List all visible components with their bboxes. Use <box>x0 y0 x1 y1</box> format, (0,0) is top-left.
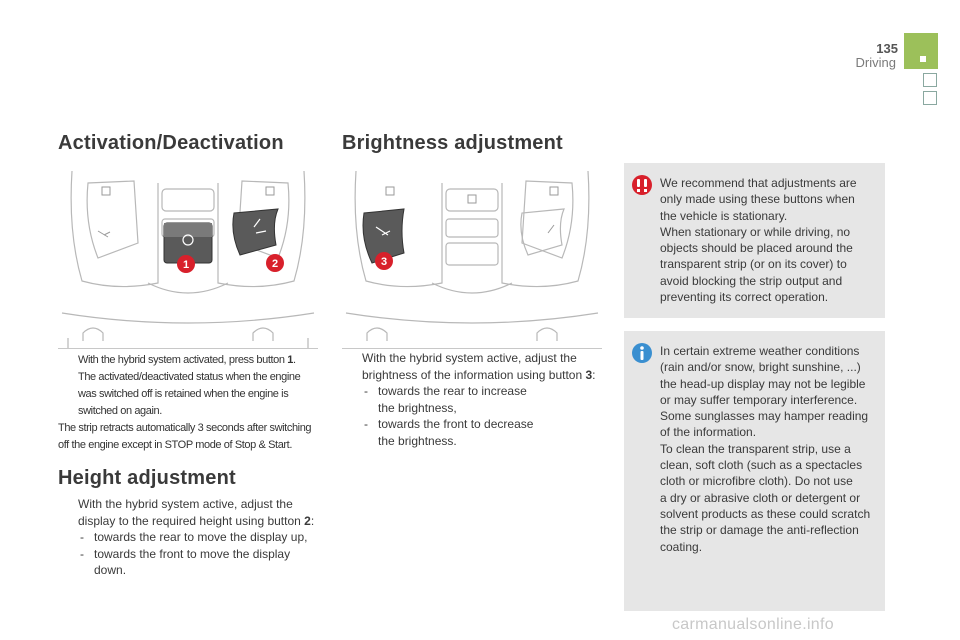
callout-line: or may suffer temporary interference. <box>660 392 858 407</box>
activation-note-line: The strip retracts automatically 3 secon… <box>58 422 312 434</box>
dash: - <box>364 417 368 431</box>
tab-marker <box>920 56 926 62</box>
activation-item-line: was switched off is retained when the en… <box>78 388 289 400</box>
control-panel-illustration-1: 1 2 <box>58 163 318 349</box>
height-step-text: towards the front to move the display <box>94 546 291 561</box>
callout-line: preventing its correct operation. <box>660 290 829 305</box>
brightness-intro-line: With the hybrid system active, adjust th… <box>362 351 577 365</box>
height-item: With the hybrid system active, adjust th… <box>58 496 320 529</box>
callout-line: To clean the transparent strip, use a <box>660 441 851 456</box>
dashboard-buttons-drawing: 1 2 <box>61 170 315 348</box>
callout-line: avoid blocking the strip output and <box>660 273 843 288</box>
page-number: 135 <box>876 41 898 56</box>
dash: - <box>80 530 84 544</box>
callout-line: transparent strip (or on its cover) to <box>660 257 847 272</box>
brightness-step-text: towards the front to decrease <box>378 417 534 431</box>
button-ref-3: 3 <box>585 367 593 382</box>
callout-line: Some sunglasses may hamper reading <box>660 409 869 424</box>
callout-line: We recommend that adjustments are <box>660 176 857 190</box>
height-step-text: down. <box>94 563 127 577</box>
height-intro-line: display to the required height using but… <box>78 513 305 528</box>
punctuation: : <box>592 367 596 382</box>
callout-line: only made using these buttons when <box>660 192 855 207</box>
chapter-tab-empty <box>923 91 937 105</box>
dash: - <box>364 384 368 398</box>
activation-item-text: With the hybrid system activated, press … <box>78 354 288 366</box>
callout-line: coating. <box>660 539 703 554</box>
activation-item: With the hybrid system activated, press … <box>58 352 320 420</box>
activation-heading: Activation/Deactivation <box>58 132 284 154</box>
dash: - <box>80 546 84 561</box>
info-text: In certain extreme weather conditions (ra… <box>660 343 878 555</box>
section-name: Driving <box>855 55 896 70</box>
callout-line: When stationary or while driving, no <box>660 224 851 239</box>
brightness-step: -towards the rear to increase the brightn… <box>342 383 604 416</box>
activation-body: With the hybrid system activated, press … <box>58 352 320 454</box>
warning-text: We recommend that adjustments are only ma… <box>660 175 878 305</box>
height-step-text: towards the rear to move the display up, <box>94 530 308 544</box>
brightness-heading: Brightness adjustment <box>342 132 563 154</box>
watermark: carmanualsonline.info <box>672 616 834 633</box>
activation-item-line: switched on again. <box>78 405 162 417</box>
height-step: -towards the rear to move the display up… <box>58 529 320 546</box>
callout-button-2: 2 <box>272 258 278 270</box>
callout-button-1: 1 <box>183 259 189 271</box>
chapter-tab-active <box>904 33 938 69</box>
brightness-step: -towards the front to decrease the bright… <box>342 416 604 449</box>
callout-line: the head-up display may not be legible <box>660 376 866 391</box>
control-panel-illustration-2: 3 <box>342 163 602 349</box>
height-heading: Height adjustment <box>58 467 236 489</box>
height-step: -towards the front to move the display do… <box>58 546 320 579</box>
brightness-step-text: the brightness. <box>378 433 457 448</box>
height-body: With the hybrid system active, adjust th… <box>58 496 320 579</box>
callout-button-3: 3 <box>381 256 387 268</box>
callout-line: clean, soft cloth (such as a spectacles <box>660 458 863 473</box>
dashboard-buttons-drawing: 3 <box>345 170 599 341</box>
activation-note: The strip retracts automatically 3 secon… <box>58 420 320 454</box>
callout-line: the vehicle is stationary. <box>660 208 788 223</box>
activation-item-line: The activated/deactivated status when th… <box>78 371 301 383</box>
button-ref-2: 2 <box>304 513 311 528</box>
callout-line: the strip or damage the anti-reflection <box>660 523 859 538</box>
callout-line: cloth or microfibre cloth). Do not use <box>660 474 853 489</box>
callout-line: of the information. <box>660 425 757 440</box>
warning-callout: We recommend that adjustments are only ma… <box>624 163 885 318</box>
brightness-step-text: the brightness, <box>378 400 457 415</box>
callout-line: In certain extreme weather conditions <box>660 344 860 358</box>
button-ref-1: 1 <box>287 354 293 366</box>
callout-line: (rain and/or snow, bright sunshine, ...) <box>660 360 861 375</box>
punctuation: : <box>310 513 315 528</box>
brightness-intro-line: brightness of the information using butt… <box>362 367 586 382</box>
callout-line: solvent products as these could scratch <box>660 506 871 521</box>
callout-line: objects should be placed around the <box>660 241 853 256</box>
brightness-step-text: towards the rear to increase <box>378 384 527 398</box>
height-intro-line: With the hybrid system active, adjust th… <box>78 497 293 511</box>
brightness-item: With the hybrid system active, adjust th… <box>342 350 604 383</box>
chapter-tab-empty <box>923 73 937 87</box>
info-icon <box>632 343 652 363</box>
callout-line: a dry or abrasive cloth or detergent or <box>660 490 861 505</box>
activation-note-line: off the engine except in STOP mode of St… <box>58 439 292 451</box>
punctuation: . <box>292 354 296 366</box>
warning-exclamation-icon <box>632 175 652 195</box>
brightness-body: With the hybrid system active, adjust th… <box>342 350 604 449</box>
info-callout: In certain extreme weather conditions (ra… <box>624 331 885 611</box>
